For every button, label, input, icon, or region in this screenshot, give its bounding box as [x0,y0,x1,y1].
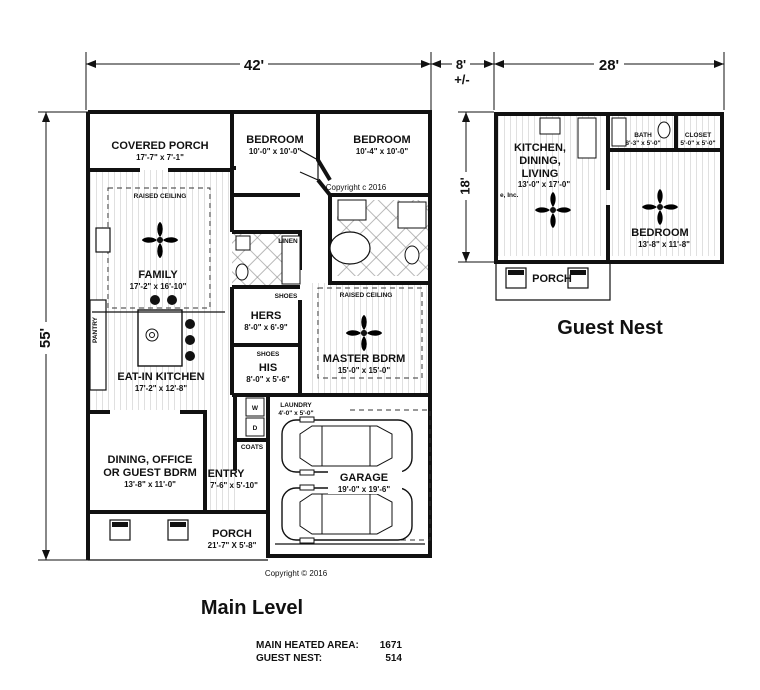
copyright-main: Copyright © 2016 [265,569,328,578]
main-area-value: 1671 [380,640,403,651]
size-bedroom-2: 10'-4" x 10'-0" [356,147,409,156]
size-covered-porch: 17'-7" x 7'-1" [136,153,184,162]
size-laundry: 4'-0" x 5'-0" [278,410,313,417]
guest-porch: PORCH [532,273,572,285]
raised-ceiling-master: RAISED CEILING [340,292,393,299]
guest-bath: BATH [634,132,652,139]
guest-nest-title: Guest Nest [557,317,663,339]
guest-bedroom: BEDROOM [631,227,688,239]
dim-gap-width: 8' [456,57,466,72]
size-his: 8'-0" x 5'-6" [246,375,290,384]
room-dining-line1: DINING, OFFICE [108,454,193,466]
room-bedroom-1: BEDROOM [246,134,303,146]
dim-guest-depth: 18' [457,177,472,195]
room-kitchen: EAT-IN KITCHEN [117,371,204,383]
label-dryer: D [253,425,258,432]
size-kitchen: 17'-2" x 12'-8" [135,384,188,393]
main-area-label: MAIN HEATED AREA: [256,640,359,651]
room-entry: ENTRY [208,468,246,480]
dim-main-depth: 55' [37,328,54,348]
label-linen: LINEN [278,238,298,245]
dim-guest-width: 28' [599,57,619,74]
guest-kitchen-line2: DINING, [519,155,561,167]
room-covered-porch: COVERED PORCH [111,140,208,152]
guest-bath-size: 8'-3" x 5'-0" [625,140,660,147]
room-his: HIS [259,362,277,374]
guest-closet-size: 5'-0" x 5'-0" [680,140,715,147]
room-porch: PORCH [212,528,252,540]
room-laundry: LAUNDRY [280,402,312,409]
guest-bedroom-size: 13'-8" x 11'-8" [638,240,690,249]
label-washer: W [252,405,259,412]
room-dining-line2: OR GUEST BDRM [103,467,197,479]
copyright-inner: Copyright c 2016 [326,183,387,192]
raised-ceiling-family: RAISED CEILING [134,193,187,200]
dim-gap-tolerance: +/- [454,72,470,87]
room-hers: HERS [251,310,282,322]
label-coats: COATS [241,444,264,451]
label-shoes-1: SHOES [275,293,298,300]
guest-kitchen-line3: LIVING [522,168,559,180]
main-level-plan [86,110,432,561]
room-bedroom-2: BEDROOM [353,134,410,146]
size-dining: 13'-8" x 11'-0" [124,480,176,489]
size-master: 15'-0" x 15'-0" [338,366,391,375]
dim-main-width: 42' [244,57,264,74]
room-garage: GARAGE [340,472,388,484]
size-family: 17'-2" x 16'-10" [130,282,187,291]
guest-kitchen-line1: KITCHEN, [514,142,566,154]
label-shoes-2: SHOES [257,351,280,358]
guest-fragment: e, Inc. [500,192,519,199]
guest-nest-plan [494,112,724,301]
size-entry: 7'-6" x 5'-10" [210,481,258,490]
main-level-title: Main Level [201,597,303,619]
room-family: FAMILY [138,269,178,281]
guest-area-label: GUEST NEST: [256,653,322,664]
guest-closet: CLOSET [685,132,711,139]
room-master: MASTER BDRM [323,353,406,365]
size-bedroom-1: 10'-0" x 10'-0" [249,147,302,156]
size-garage: 19'-0" x 19'-6" [338,485,391,494]
label-pantry: PANTRY [92,316,99,343]
guest-area-value: 514 [385,653,402,664]
size-hers: 8'-0" x 6'-9" [244,323,288,332]
guest-kitchen-size: 13'-0" x 17'-0" [518,180,571,189]
size-porch: 21'-7" X 5'-8" [208,541,257,550]
